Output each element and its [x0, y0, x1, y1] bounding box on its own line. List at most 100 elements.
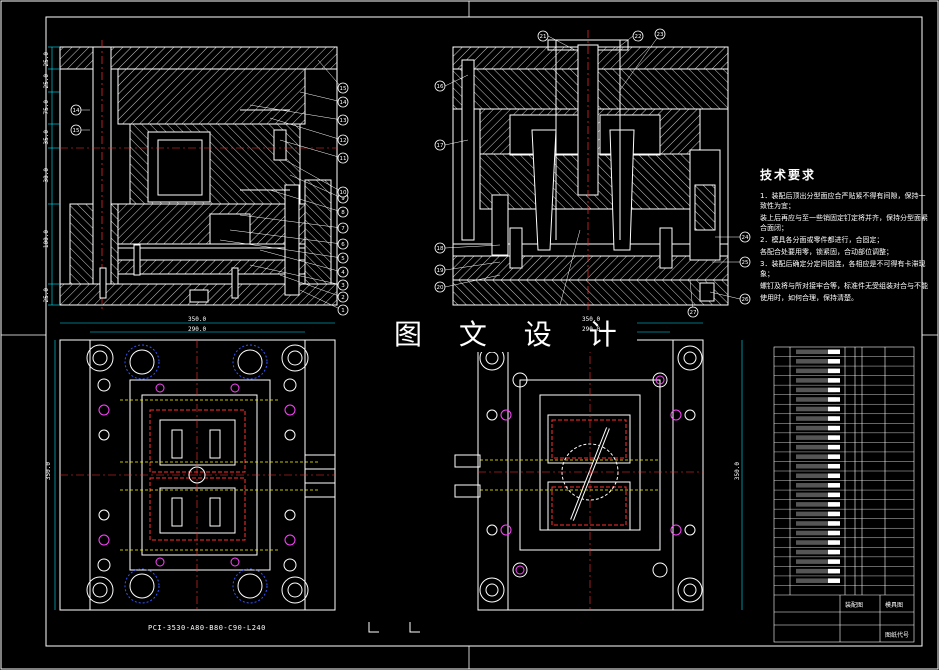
svg-text:16: 16	[437, 84, 444, 90]
bom-cell-material	[828, 397, 840, 402]
bom-cell-material	[828, 387, 840, 393]
svg-text:26: 26	[742, 297, 749, 303]
bom-cell-text	[796, 511, 836, 517]
svg-text:27: 27	[690, 310, 697, 316]
technical-requirements: 技术要求 1．装配后顶出分型面应合严贴紧不得有间隙，保持一致性为宜； 装上后再应…	[760, 166, 930, 305]
svg-text:2: 2	[341, 295, 345, 301]
svg-text:15: 15	[340, 86, 347, 92]
dim-inner-width-left: 290.0	[188, 326, 207, 333]
part-balloon: 21	[537, 30, 549, 42]
dim-height-left: 350.0	[45, 462, 52, 481]
bom-cell-material	[828, 502, 840, 507]
bom-cell-material	[828, 568, 840, 574]
bom-cell-material	[828, 359, 840, 364]
bom-cell-text	[796, 397, 836, 402]
bom-cell-material	[828, 559, 840, 564]
inner-frame	[45, 16, 923, 647]
requirements-title: 技术要求	[760, 168, 817, 182]
bom-cell-text	[796, 444, 836, 450]
svg-text:17: 17	[437, 143, 444, 149]
part-balloon: 1	[337, 304, 349, 316]
bom-cell-material	[828, 368, 840, 374]
svg-text:5: 5	[341, 256, 345, 262]
title-label-3: 图纸代号	[885, 632, 910, 639]
right-plan-view	[454, 322, 743, 611]
bom-cell-material	[828, 511, 840, 517]
part-balloon: 23	[654, 28, 666, 40]
part-balloon: 17	[434, 139, 446, 151]
bom-cell-material	[828, 578, 840, 583]
svg-text:14: 14	[340, 100, 347, 106]
svg-text:22: 22	[635, 34, 642, 40]
bom-cell-text	[796, 463, 836, 469]
title-label-2: 模具图	[885, 602, 904, 609]
bom-cell-text	[796, 559, 836, 564]
bom-cell-material	[828, 483, 840, 488]
part-balloon: 14	[337, 96, 349, 108]
svg-text:11: 11	[340, 156, 347, 162]
svg-text:19: 19	[437, 268, 444, 274]
bom-cell-text	[796, 492, 836, 498]
bom-cell-material	[828, 378, 840, 383]
svg-text:7: 7	[341, 226, 345, 232]
svg-text:6: 6	[341, 242, 345, 248]
svg-text:21: 21	[540, 34, 547, 40]
svg-text:15: 15	[73, 128, 80, 134]
section-dim: 30.0	[43, 168, 50, 183]
dim-height-right: 350.0	[734, 462, 741, 481]
svg-text:20: 20	[437, 285, 444, 291]
svg-text:10: 10	[340, 190, 347, 196]
bom-cell-material	[828, 473, 840, 479]
bom-cell-material	[828, 416, 840, 421]
dim-inner-width-right: 290.0	[582, 326, 601, 333]
section-dim: 35.0	[43, 130, 50, 145]
bom-cell-text	[796, 349, 836, 355]
bom-cell-text	[796, 378, 836, 383]
part-balloon: 4	[337, 266, 349, 278]
section-dim: 75.0	[43, 100, 50, 115]
bom-rows	[774, 349, 914, 586]
part-balloon: 26	[739, 293, 751, 305]
bom-cell-material	[828, 492, 840, 498]
part-balloon: 13	[337, 114, 349, 126]
bom-cell-material	[828, 540, 840, 545]
bom-cell-material	[828, 406, 840, 412]
part-balloon: 25	[739, 256, 751, 268]
svg-text:4: 4	[341, 270, 345, 276]
svg-text:24: 24	[742, 235, 749, 241]
part-balloon: 12	[337, 134, 349, 146]
bom-cell-text	[796, 425, 836, 431]
bom-cell-text	[796, 368, 836, 374]
part-balloon: 3	[337, 279, 349, 291]
part-balloon: 19	[434, 264, 446, 276]
bom-cell-material	[828, 463, 840, 469]
title-mold-name: 装配图	[845, 602, 864, 609]
section-dim: 25.0	[43, 74, 50, 89]
bom-cell-text	[796, 502, 836, 507]
bom-cell-text	[796, 549, 836, 555]
bom-cell-text	[796, 387, 836, 393]
bom-cell-material	[828, 454, 840, 459]
svg-text:25: 25	[742, 260, 749, 266]
requirement-line: 3．装配后确定分定间固连，各相应是不可得有卡滞现象；	[760, 260, 926, 278]
bom-cell-material	[828, 530, 840, 536]
requirement-line: 2．模具各分面或零件都进行，合固定；	[760, 236, 884, 244]
part-balloon: 11	[337, 152, 349, 164]
part-balloon: 14	[70, 104, 82, 116]
svg-text:3: 3	[341, 283, 345, 289]
left-section-view	[48, 40, 343, 311]
left-plan-view	[54, 322, 336, 611]
svg-text:12: 12	[340, 138, 347, 144]
dim-outer-width-left: 350.0	[188, 316, 207, 323]
part-balloon: 5	[337, 252, 349, 264]
svg-text:14: 14	[73, 108, 80, 114]
bom-cell-text	[796, 578, 836, 583]
bom-cell-text	[796, 406, 836, 412]
part-balloon: 2	[337, 291, 349, 303]
section-dim: 100.0	[43, 230, 50, 249]
section-dim: 25.0	[43, 288, 50, 303]
bom-table	[773, 346, 915, 643]
bom-cell-text	[796, 521, 836, 526]
part-balloon: 15	[70, 124, 82, 136]
part-balloon: 20	[434, 281, 446, 293]
